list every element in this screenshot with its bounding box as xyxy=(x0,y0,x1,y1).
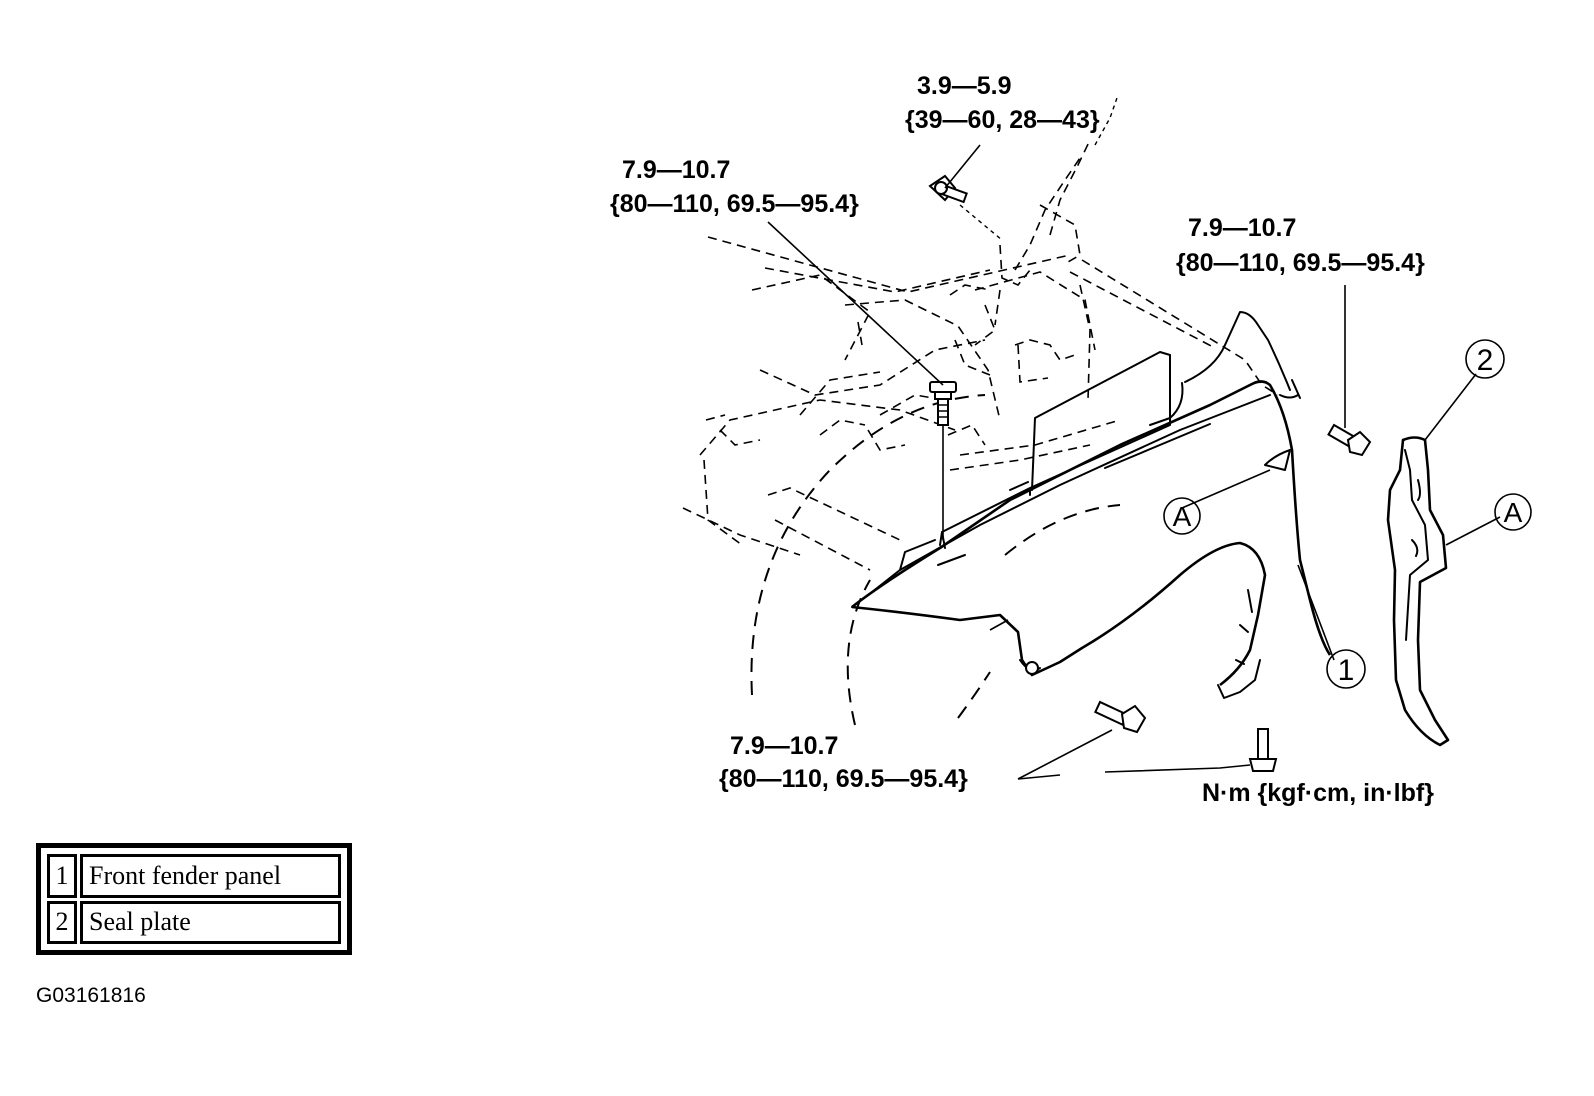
torque-label-bottom: 7.9—10.7 {80—110, 69.5—95.4} xyxy=(719,732,968,793)
svg-text:1: 1 xyxy=(1338,654,1355,687)
legend-number: 2 xyxy=(47,900,77,944)
bolt-bottom-fender xyxy=(1094,700,1147,734)
front-fender-panel xyxy=(851,311,1332,699)
parts-legend: 1 Front fender panel 2 Seal plate xyxy=(36,843,352,955)
torque-label-upper-left: 7.9—10.7 {80—110, 69.5—95.4} xyxy=(610,156,859,218)
leader-lines xyxy=(767,144,1501,780)
svg-text:7.9—10.7: 7.9—10.7 xyxy=(730,732,838,760)
bolt-upper-left xyxy=(929,381,957,540)
torque-label-upper-right: 7.9—10.7 {80—110, 69.5—95.4} xyxy=(1176,214,1425,277)
callout-a-fender: A xyxy=(1163,497,1201,535)
svg-text:{80—110, 69.5—95.4}: {80—110, 69.5—95.4} xyxy=(719,765,968,793)
torque-units-label: N·m {kgf·cm, in·lbf} xyxy=(1202,779,1434,807)
bolt-bottom-vertical xyxy=(1248,728,1278,772)
legend-part-name: Seal plate xyxy=(80,900,341,944)
legend-number: 1 xyxy=(47,854,77,898)
svg-text:{80—110, 69.5—95.4}: {80—110, 69.5—95.4} xyxy=(1176,249,1425,277)
svg-text:A: A xyxy=(1504,497,1523,528)
legend-row: 2 Seal plate xyxy=(47,900,341,944)
svg-text:7.9—10.7: 7.9—10.7 xyxy=(1188,214,1296,242)
legend-row: 1 Front fender panel xyxy=(47,854,341,898)
seal-plate xyxy=(1386,436,1450,747)
svg-text:{39—60, 28—43}: {39—60, 28—43} xyxy=(905,106,1100,134)
figure-id: G03161816 xyxy=(36,984,146,1007)
inner-panel-outline xyxy=(937,351,1171,566)
bolt-upper-right xyxy=(1327,423,1372,457)
svg-text:2: 2 xyxy=(1477,344,1494,377)
svg-text:A: A xyxy=(1173,501,1192,532)
callout-a-seal-plate: A xyxy=(1494,493,1532,531)
parts-legend-table: 1 Front fender panel 2 Seal plate xyxy=(44,851,344,947)
legend-part-name: Front fender panel xyxy=(80,854,341,898)
svg-text:7.9—10.7: 7.9—10.7 xyxy=(622,156,730,184)
bolt-top-center xyxy=(928,174,968,204)
svg-text:3.9—5.9: 3.9—5.9 xyxy=(917,72,1012,100)
callout-2: 2 xyxy=(1465,339,1505,379)
svg-text:{80—110, 69.5—95.4}: {80—110, 69.5—95.4} xyxy=(610,190,859,218)
callout-1: 1 xyxy=(1326,649,1366,689)
wheel-arch-outline xyxy=(750,394,1121,726)
torque-label-top-center: 3.9—5.9 {39—60, 28—43} xyxy=(905,72,1100,134)
